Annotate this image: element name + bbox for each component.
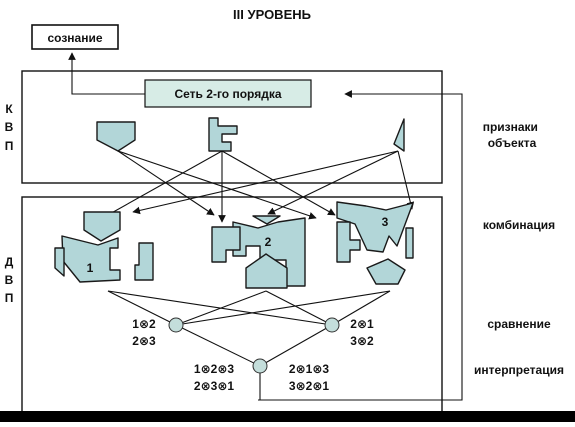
dvp-side-letters: Д В П: [5, 255, 14, 305]
network-box: [144, 79, 312, 108]
interpretation-left-line-2: 2⊗3⊗1: [194, 379, 234, 393]
kvp-letter: К: [5, 102, 13, 116]
comparison-right-line-1: 2⊗1: [350, 317, 374, 331]
side-label-features-line-2: объекта: [488, 136, 537, 150]
dvp-letter: Д: [5, 255, 14, 269]
dvp-letter: В: [5, 273, 14, 287]
kvp-letter: П: [5, 139, 14, 153]
side-label-comparison: сравнение: [487, 317, 551, 331]
combination-1: 1: [54, 211, 154, 283]
consciousness-box: [31, 24, 119, 50]
interpretation-right-line-2: 3⊗2⊗1: [289, 379, 329, 393]
combination-number-3: 3: [382, 215, 389, 229]
side-label-interpretation: интерпретация: [474, 363, 564, 377]
interpretation-node: [252, 358, 268, 374]
arrow-network-to-consciousness: [68, 52, 145, 95]
combination-2: 2: [211, 215, 306, 289]
comparison-lines: [107, 290, 391, 400]
kvp-side-letters: К В П: [5, 102, 14, 153]
comparison-node-right: [324, 317, 340, 333]
kvp-letter: В: [5, 120, 14, 134]
side-label-features: признаки объекта: [483, 120, 542, 150]
comparison-left-line-2: 2⊗3: [132, 334, 156, 348]
network-label: Сеть 2-го порядка: [175, 87, 282, 101]
feature-shape-t-block: [208, 117, 238, 152]
combination-number-1: 1: [87, 261, 94, 275]
interpretation-left-line-1: 1⊗2⊗3: [194, 362, 234, 376]
comparison-right-line-2: 3⊗2: [350, 334, 374, 348]
bottom-bar: [0, 411, 575, 422]
dvp-letter: П: [5, 291, 14, 305]
diagram-title: III УРОВЕНЬ: [233, 7, 311, 22]
kvp-frame: [21, 70, 443, 184]
feature-shape-pentagon: [96, 121, 136, 152]
interpretation-right-line-1: 2⊗1⊗3: [289, 362, 329, 376]
comparison-node-left: [168, 317, 184, 333]
combination-number-2: 2: [265, 235, 272, 249]
feature-arrows: [98, 150, 415, 223]
side-label-combination: комбинация: [483, 218, 555, 232]
side-label-features-line-1: признаки: [483, 120, 538, 134]
consciousness-label: сознание: [47, 31, 102, 45]
combination-3: 3: [336, 201, 414, 285]
feature-shape-triangle: [393, 118, 405, 152]
comparison-left-line-1: 1⊗2: [132, 317, 156, 331]
arrow-interpretation-to-network: [258, 90, 463, 401]
